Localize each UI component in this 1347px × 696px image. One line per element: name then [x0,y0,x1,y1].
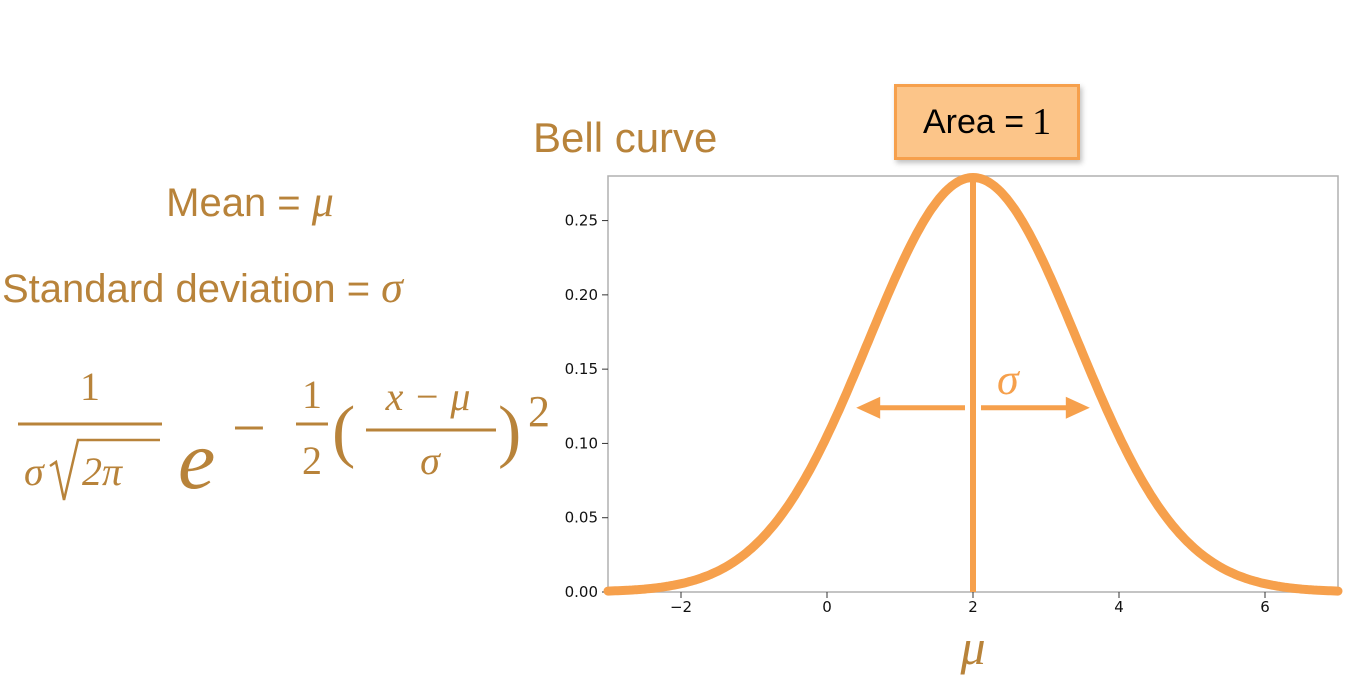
sd-symbol: σ [381,263,403,312]
formula-exp-power: 2 [528,387,550,436]
y-tick-label: 0.00 [565,583,598,601]
formula-base-e: e [178,414,215,507]
x-tick-label: −2 [670,598,692,616]
sigma-right-arrow-head [1065,396,1090,419]
y-tick-label: 0.15 [565,360,598,378]
mean-label: Mean = [166,181,312,225]
x-axis-label: μ [959,619,985,675]
formula-exp-half-num: 1 [302,372,322,417]
area-label: Area = [922,102,1025,141]
y-tick-label: 0.10 [565,434,598,452]
mean-definition: Mean = μ [0,176,500,227]
area-value: 1 [1032,101,1052,143]
formula-exp-minus: − [232,395,266,461]
sigma-label: σ [997,355,1021,404]
y-tick-label: 0.25 [565,212,598,230]
sd-label: Standard deviation = [2,267,382,311]
y-tick-label: 0.05 [565,509,598,527]
formula-radicand: 2π [82,449,123,494]
x-tick-label: 4 [1114,598,1124,616]
y-axis: 0.00 0.05 0.10 0.15 0.20 0.25 [565,212,608,601]
chart-title: Bell curve [533,114,718,161]
mean-symbol: μ [311,177,334,226]
formula-exp-open-paren: ( [332,393,355,470]
normal-pdf-formula: 1 σ 2π e − 1 2 ( x − μ σ ) 2 [18,364,550,507]
x-tick-label: 6 [1260,598,1270,616]
formula-sqrt-symbol [49,438,160,501]
y-tick-label: 0.20 [565,286,598,304]
formula-denominator-sigma: σ [24,449,45,494]
formula-exp-close-paren: ) [498,393,521,470]
formula-exp-frac-den: σ [420,438,441,483]
x-axis: −2 0 2 4 6 [670,592,1270,616]
formula-exp-half-den: 2 [302,438,322,483]
formula-exp-frac-num: x − μ [385,374,471,419]
sigma-left-arrow-head [856,396,881,419]
sd-definition: Standard deviation = σ [2,262,403,313]
area-annotation: Area = 1 [894,84,1080,160]
formula-numerator: 1 [80,364,100,409]
x-tick-label: 2 [968,598,978,616]
x-tick-label: 0 [822,598,832,616]
sigma-arrows [856,396,1090,419]
